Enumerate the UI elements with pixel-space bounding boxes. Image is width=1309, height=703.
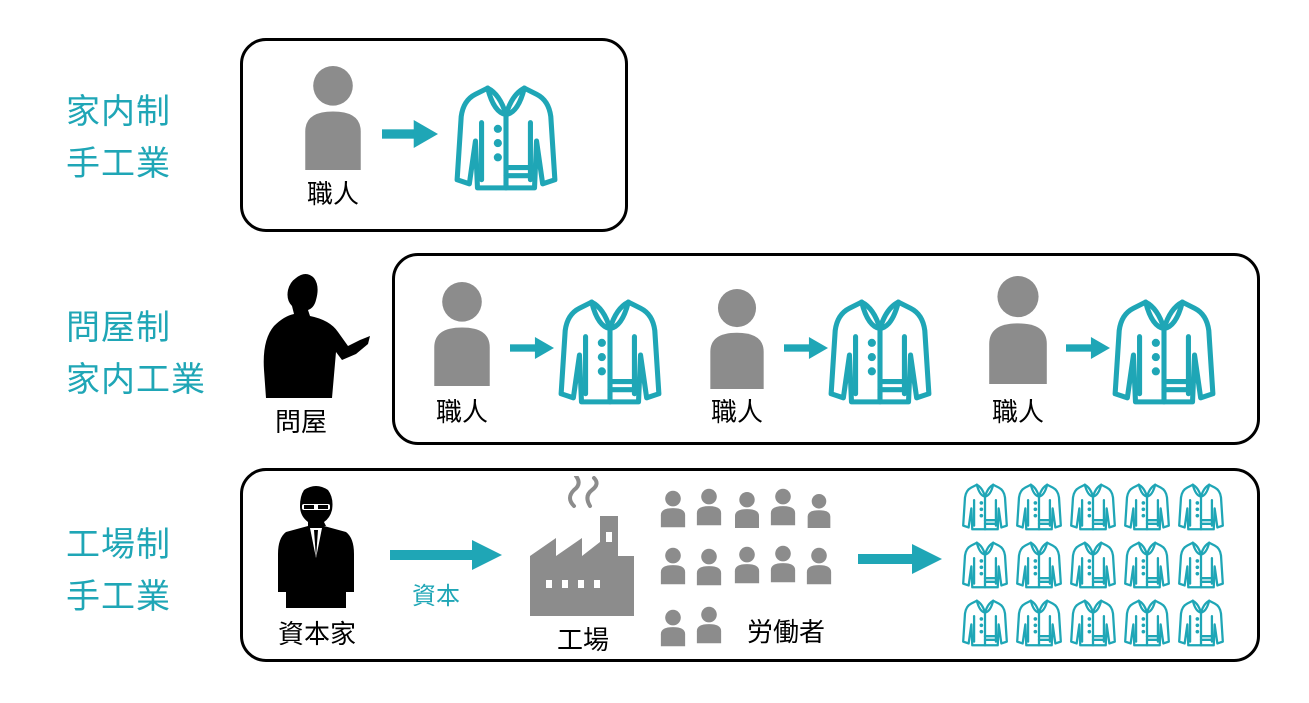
worker-label: 職人 [435, 398, 488, 428]
jacket-icon [1016, 482, 1062, 532]
jacket-icon [962, 598, 1008, 648]
row2-label-line1: 問屋制 [66, 308, 171, 348]
factory-label: 工場 [556, 626, 609, 656]
capitalist-label: 資本家 [277, 620, 356, 650]
jacket-icon [962, 540, 1008, 590]
jacket-icon [1124, 482, 1170, 532]
row3-label-line1: 工場制 [66, 525, 171, 565]
factory-system-panel [240, 468, 1260, 662]
worker-label: 職人 [306, 180, 359, 210]
merchant-silhouette-icon [263, 274, 370, 398]
row2-label-line2: 家内工業 [66, 360, 206, 400]
person-icon [986, 276, 1050, 384]
jacket-icon [1070, 540, 1116, 590]
jacket-icon [1110, 296, 1218, 408]
jacket-icon [962, 482, 1008, 532]
jacket-icon [1178, 482, 1224, 532]
row1-label: 家内制 手工業 [66, 86, 171, 190]
jacket-icon [450, 82, 562, 194]
jacket-icon [1178, 540, 1224, 590]
row3-label-line2: 手工業 [66, 577, 171, 617]
labor-label: 労働者 [746, 618, 825, 648]
person-icon [707, 289, 767, 389]
arrow-right-icon [510, 336, 554, 360]
arrow-right-icon [858, 544, 942, 574]
jacket-icon [1070, 598, 1116, 648]
arrow-right-icon [784, 336, 828, 360]
worker-label: 職人 [710, 398, 763, 428]
person-icon [303, 66, 363, 170]
jacket-icon [1178, 598, 1224, 648]
jacket-icon [1070, 482, 1116, 532]
products-grid [962, 482, 1232, 652]
domestic-system-panel [240, 38, 628, 232]
jacket-icon [1016, 598, 1062, 648]
putting-out-system-panel [392, 253, 1260, 445]
merchant-label: 問屋 [274, 408, 327, 438]
worker-label: 職人 [991, 398, 1044, 428]
row1-label-line1: 家内制 [66, 92, 171, 132]
arrow-right-icon [382, 120, 438, 148]
jacket-icon [1016, 540, 1062, 590]
row3-label: 工場制 手工業 [66, 519, 171, 623]
jacket-icon [1124, 598, 1170, 648]
row1-label-line2: 手工業 [66, 144, 171, 184]
jacket-icon [556, 296, 664, 408]
factory-icon [530, 476, 634, 616]
capital-label: 資本 [412, 582, 460, 610]
row2-label: 問屋制 家内工業 [66, 302, 206, 406]
capitalist-silhouette-icon [278, 486, 354, 608]
jacket-icon [826, 296, 934, 408]
person-icon [432, 282, 492, 386]
arrow-right-icon [390, 540, 502, 570]
jacket-icon [1124, 540, 1170, 590]
arrow-right-icon [1066, 336, 1110, 360]
